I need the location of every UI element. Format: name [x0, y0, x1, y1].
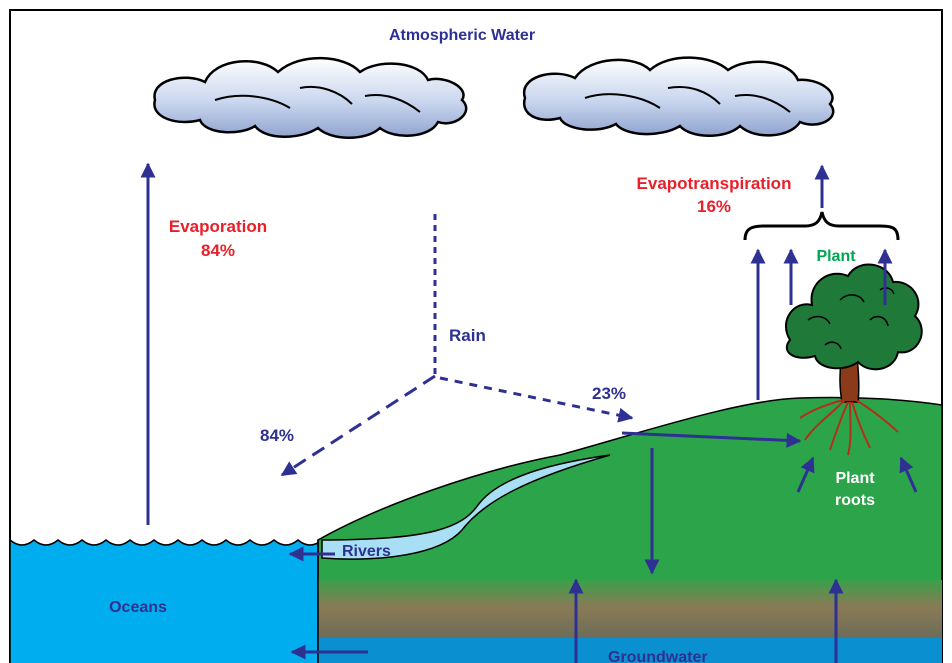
rivers-label: Rivers: [342, 543, 391, 560]
evaporation-pct: 84%: [201, 241, 235, 260]
rain-to-ocean-pct: 84%: [260, 426, 294, 445]
runoff-to-roots-arrow: [621, 431, 802, 448]
evapotranspiration-pct: 16%: [697, 197, 731, 216]
arrows: [140, 162, 918, 663]
rain-to-ocean-arrow: [280, 374, 436, 477]
cloud-left: [153, 56, 468, 139]
groundwater-label: Groundwater: [608, 649, 708, 663]
evaporation-label: Evaporation: [169, 217, 267, 236]
tree: [784, 263, 923, 456]
rain-label: Rain: [449, 326, 486, 345]
rain-to-land-arrow: [439, 376, 634, 423]
plant-label: Plant: [816, 248, 856, 265]
ocean: [10, 538, 323, 663]
cloud-right: [522, 56, 835, 137]
title: Atmospheric Water: [389, 27, 535, 44]
river: [321, 454, 611, 560]
root-arrow-left: [796, 456, 815, 493]
evapotranspiration-label: Evapotranspiration: [637, 174, 792, 193]
groundwater-layer: [318, 638, 942, 663]
soil-layer: [318, 580, 942, 640]
root-arrow-right: [899, 456, 918, 493]
plant-roots-label-2: roots: [835, 492, 875, 509]
rain-to-land-pct: 23%: [592, 384, 626, 403]
plant-brace: [743, 211, 900, 241]
oceans-label: Oceans: [109, 599, 167, 616]
plant-roots-label-1: Plant: [835, 470, 875, 487]
